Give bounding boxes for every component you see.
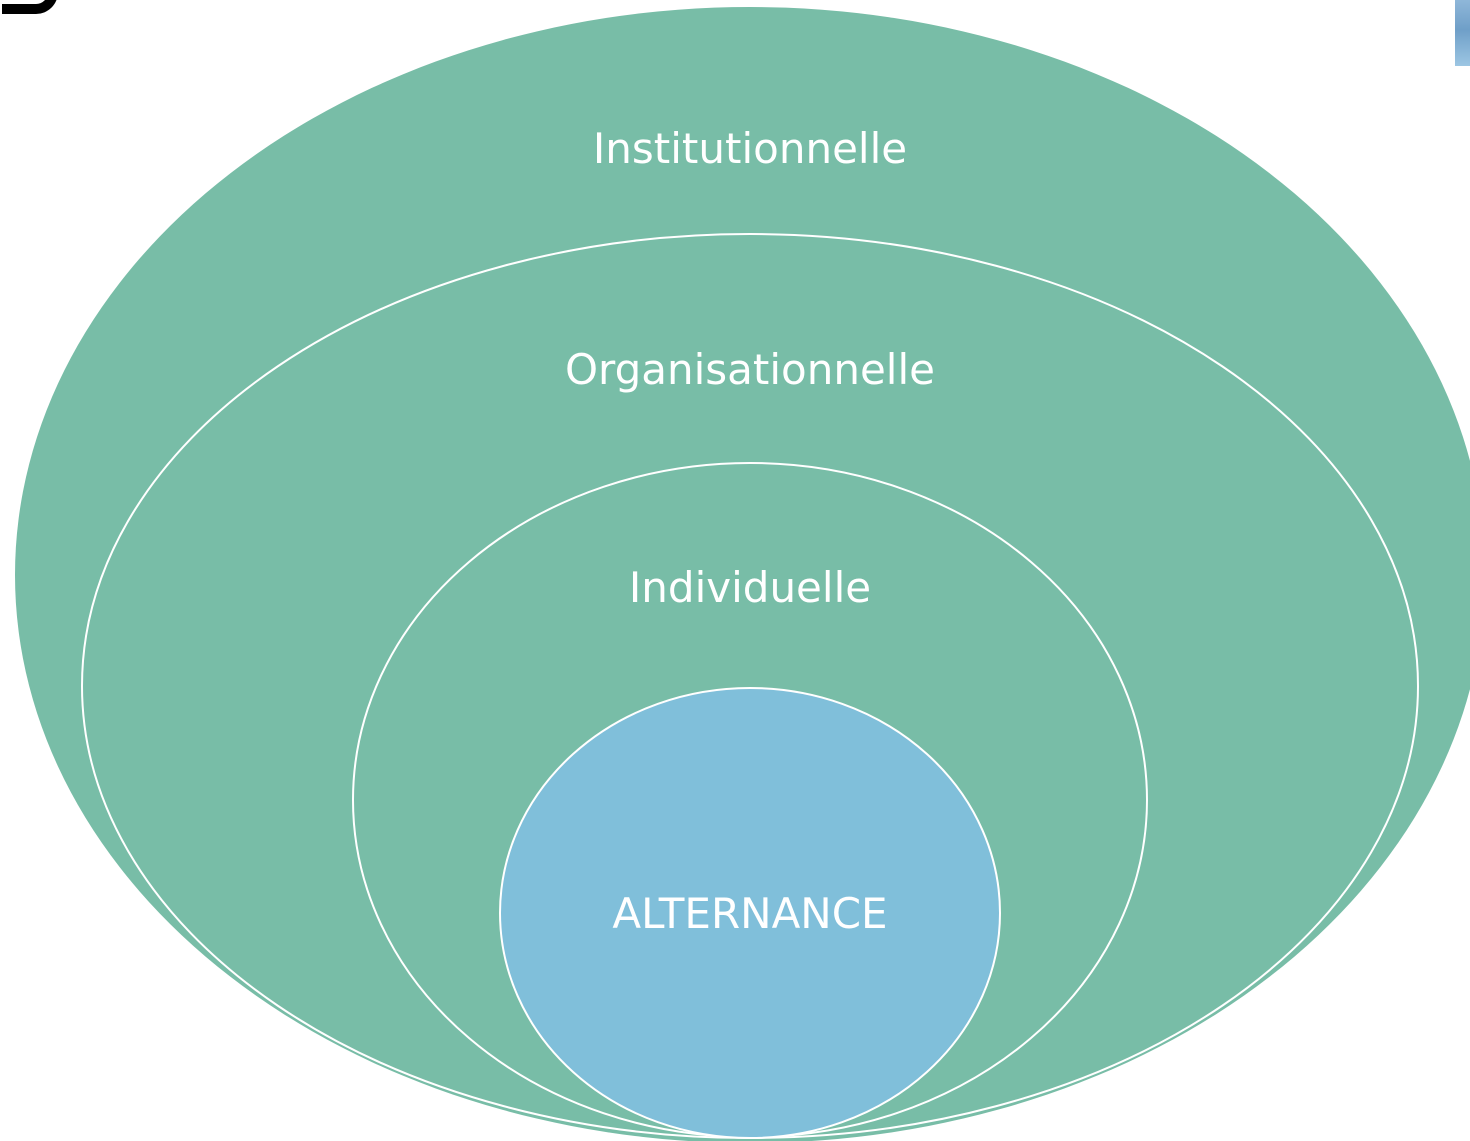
title-fragment: [0, 0, 90, 18]
alternance-label: ALTERNANCE: [612, 889, 888, 938]
organisational-label: Organisationnelle: [565, 345, 935, 394]
individual-label: Individuelle: [628, 563, 872, 612]
corner-decorative-image: [1455, 0, 1470, 66]
institutional-label: Institutionnelle: [592, 124, 908, 173]
title-letter-fragment: [2, 0, 58, 14]
alternance-core-ellipse: [499, 687, 1001, 1139]
